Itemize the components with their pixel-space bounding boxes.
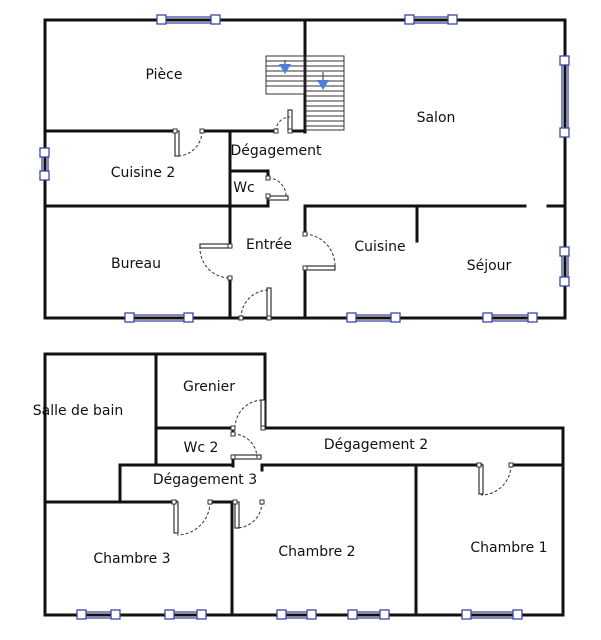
- window-chambre2-b: [347, 609, 390, 620]
- upper-floor: Salle de bain Grenier Wc 2 Dégagement 2 …: [33, 352, 565, 620]
- door-piece-cuisine2: [172, 128, 205, 157]
- window-chambre1: [461, 609, 523, 620]
- ground-floor-windows: [39, 14, 570, 323]
- window-cuisine2-left: [39, 147, 50, 181]
- window-salon-top: [404, 14, 458, 25]
- room-label-degagement-3: Dégagement 3: [153, 472, 257, 488]
- door-stair-degagement: [273, 109, 293, 134]
- room-label-wc-2: Wc 2: [184, 440, 219, 456]
- window-sejour-right: [559, 246, 570, 287]
- room-label-salle-de-bain: Salle de bain: [33, 403, 124, 419]
- window-sejour-bottom: [482, 312, 538, 323]
- room-label-grenier: Grenier: [183, 379, 235, 395]
- room-label-cuisine: Cuisine: [354, 239, 405, 255]
- door-bureau-entree: [199, 243, 233, 281]
- room-label-piece: Pièce: [146, 67, 183, 83]
- window-bureau-bottom: [124, 312, 194, 323]
- room-label-bureau: Bureau: [111, 256, 161, 272]
- window-salon-right: [559, 55, 570, 138]
- room-label-entree: Entrée: [246, 237, 292, 253]
- room-label-sejour: Séjour: [467, 258, 512, 274]
- ground-floor-doors: [172, 109, 336, 321]
- room-label-chambre-2: Chambre 2: [278, 544, 355, 560]
- door-chambre2: [232, 499, 265, 529]
- door-grenier: [230, 399, 266, 431]
- stair-arrow-icon: [279, 64, 291, 74]
- room-label-chambre-3: Chambre 3: [93, 551, 170, 567]
- door-wc2: [230, 431, 262, 460]
- room-label-wc: Wc: [233, 180, 255, 196]
- stair-arrow-icon: [317, 80, 329, 90]
- door-entree-cuisine: [302, 231, 336, 271]
- window-chambre3-a: [76, 609, 121, 620]
- room-label-degagement: Dégagement: [231, 143, 322, 159]
- room-label-degagement-2: Dégagement 2: [324, 437, 428, 453]
- staircase: [265, 55, 345, 131]
- upper-floor-windows: [76, 609, 523, 620]
- window-cuisine-bottom: [346, 312, 401, 323]
- upper-floor-doors: [171, 399, 514, 536]
- door-wc: [265, 175, 289, 201]
- window-chambre3-b: [164, 609, 207, 620]
- upper-floor-walls: [43, 352, 565, 617]
- room-label-cuisine-2: Cuisine 2: [111, 165, 176, 181]
- door-chambre3: [171, 499, 213, 536]
- door-entrance: [238, 287, 272, 321]
- window-piece-top: [156, 14, 221, 25]
- ground-floor-labels: Pièce Salon Cuisine 2 Dégagement Wc Bure…: [111, 67, 512, 274]
- ground-floor-walls: [43, 18, 567, 320]
- ground-floor: Pièce Salon Cuisine 2 Dégagement Wc Bure…: [39, 14, 570, 323]
- upper-floor-labels: Salle de bain Grenier Wc 2 Dégagement 2 …: [33, 379, 548, 567]
- room-label-salon: Salon: [417, 110, 456, 126]
- door-chambre1: [476, 462, 514, 496]
- window-chambre2-a: [276, 609, 317, 620]
- room-label-chambre-1: Chambre 1: [470, 540, 547, 556]
